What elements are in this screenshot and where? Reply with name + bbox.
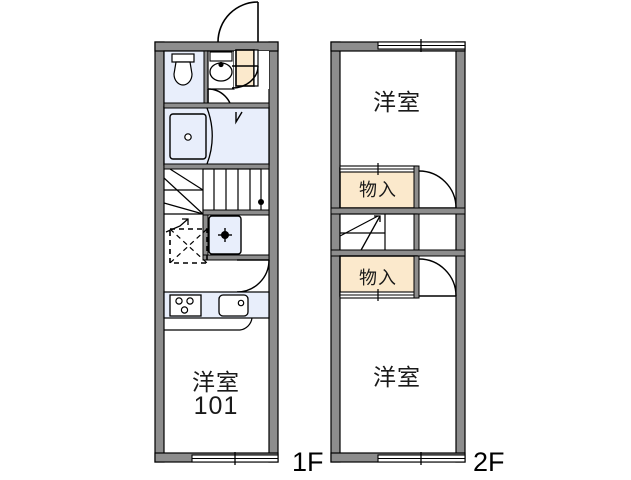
drain-symbol <box>218 228 232 242</box>
bathroom <box>163 102 270 170</box>
staircase-down <box>339 213 420 253</box>
washbasin-fixture <box>209 61 233 82</box>
second-floor-group: 洋室 物入 <box>330 39 505 477</box>
toilet-room <box>163 50 209 108</box>
closet-label-lower: 物入 <box>359 268 397 289</box>
hall-door-inner[interactable] <box>231 65 259 89</box>
room-number-101: 101 <box>194 392 239 420</box>
under-stair-storage <box>169 228 208 264</box>
kitchen-counter <box>163 291 270 331</box>
first-floor-window-south <box>191 452 279 465</box>
gas-stove-three-burner <box>169 294 202 317</box>
second-floor-window-south <box>377 452 466 465</box>
room-label-101: 洋室 <box>192 370 240 396</box>
kitchen-sink <box>218 294 249 317</box>
closet-lower: 物入 <box>339 255 420 301</box>
staircase-up <box>163 168 270 261</box>
bathtub-fixture <box>169 113 207 160</box>
door-2f-lower[interactable] <box>418 258 457 297</box>
closet-upper: 物入 <box>339 163 420 211</box>
washbasin-area <box>207 50 235 90</box>
second-floor-window-north <box>377 39 466 52</box>
toilet-fixture <box>171 53 195 86</box>
first-floor-group: 洋室 101 1F <box>154 1 324 477</box>
floor-tag-2f: 2F <box>473 447 505 477</box>
washing-machine-space <box>208 215 242 255</box>
entrance-door[interactable] <box>217 1 259 43</box>
entrance-area <box>217 1 269 89</box>
floor-tag-1f: 1F <box>292 447 324 477</box>
room-label-2f-upper: 洋室 <box>373 90 421 116</box>
closet-label-upper: 物入 <box>359 180 397 201</box>
room-label-2f-lower: 洋室 <box>373 365 421 391</box>
